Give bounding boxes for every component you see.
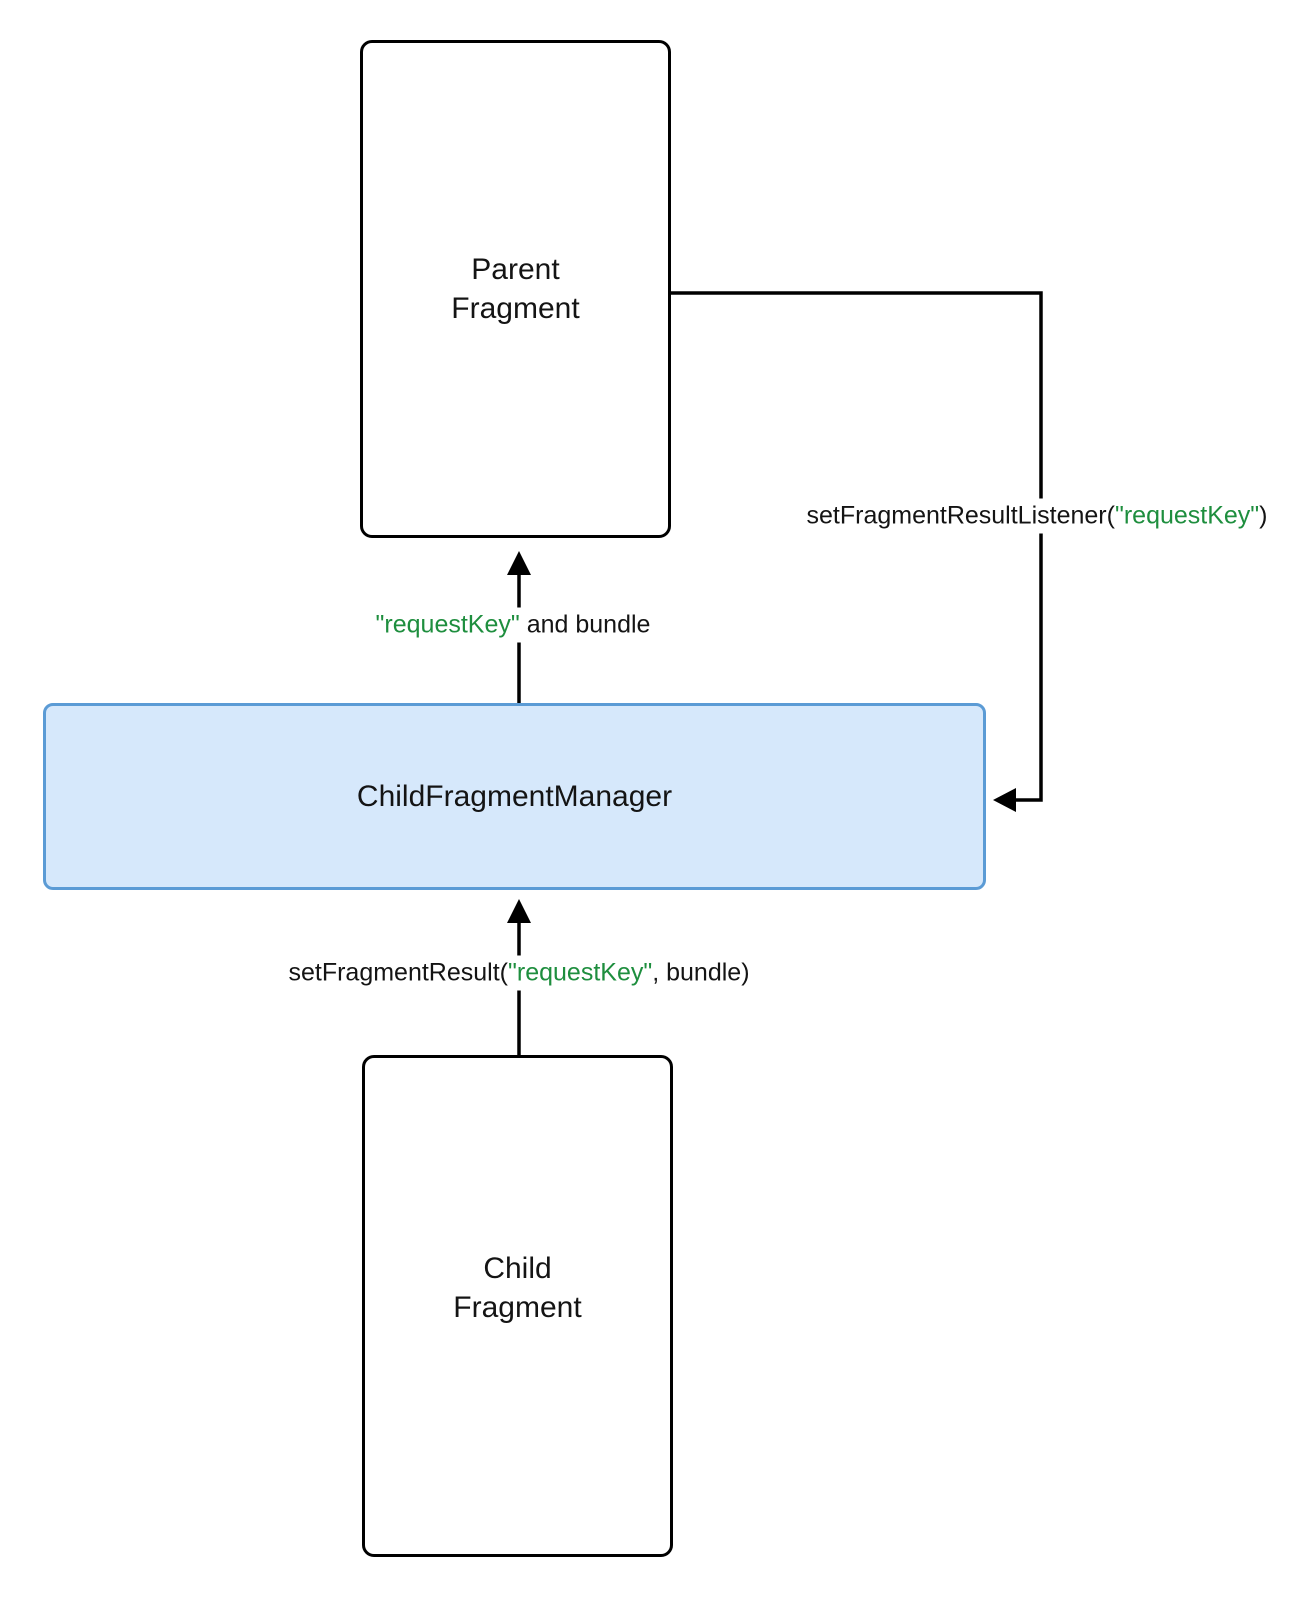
label-request-key-and-bundle-request-key: "requestKey" bbox=[375, 610, 520, 639]
child-fragment-manager-box: ChildFragmentManager bbox=[43, 703, 986, 890]
child-fragment-box: Child Fragment bbox=[362, 1055, 673, 1557]
label-set-fragment-result-request-key: "requestKey" bbox=[508, 958, 653, 987]
child-fragment-manager-label: ChildFragmentManager bbox=[356, 780, 673, 813]
label-set-fragment-result-listener-prefix: setFragmentResultListener( bbox=[806, 501, 1115, 530]
label-request-key-and-bundle: "requestKey" and bundle bbox=[367, 607, 659, 643]
edge-set-fragment-result-listener-arrowhead-icon bbox=[993, 788, 1016, 812]
label-set-fragment-result-suffix: , bundle) bbox=[652, 958, 750, 987]
child-fragment-label-line2: Fragment bbox=[453, 1291, 582, 1324]
edge-set-fragment-result-arrowhead-icon bbox=[507, 899, 531, 923]
label-set-fragment-result-prefix: setFragmentResult( bbox=[288, 958, 509, 987]
label-request-key-and-bundle-suffix: and bundle bbox=[519, 610, 651, 639]
label-set-fragment-result: setFragmentResult("requestKey", bundle) bbox=[280, 955, 758, 991]
parent-fragment-label-line2: Fragment bbox=[451, 292, 580, 325]
child-fragment-label-line1: Child bbox=[483, 1252, 552, 1285]
parent-fragment-label-line1: Parent bbox=[471, 253, 560, 286]
parent-fragment-box: Parent Fragment bbox=[360, 40, 671, 538]
label-set-fragment-result-listener: setFragmentResultListener("requestKey") bbox=[798, 498, 1276, 534]
edge-deliver-result-arrowhead-icon bbox=[507, 551, 531, 575]
label-set-fragment-result-listener-request-key: "requestKey" bbox=[1114, 501, 1260, 530]
label-set-fragment-result-listener-suffix: ) bbox=[1259, 501, 1268, 530]
